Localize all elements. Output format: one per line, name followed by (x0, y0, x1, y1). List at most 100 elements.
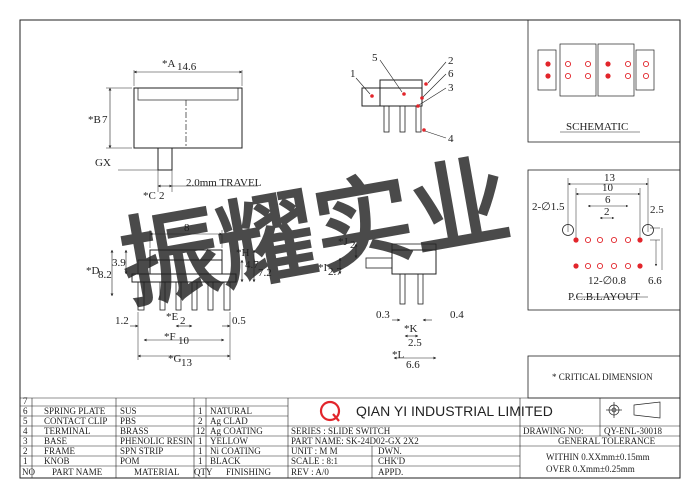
schematic-diagram (537, 43, 655, 133)
svg-text:SPN STRIP: SPN STRIP (120, 446, 163, 456)
svg-text:PHENOLIC RESIN: PHENOLIC RESIN (120, 436, 193, 446)
svg-text:FINISHING: FINISHING (226, 467, 272, 477)
dwn-field: DWN. (378, 446, 402, 456)
dim-c-label: *C (143, 190, 156, 202)
callout-2: 2 (448, 55, 454, 67)
table-header-row: NO PART NAME MATERIAL QTY FINISHING (22, 467, 272, 477)
top-view (106, 70, 258, 192)
svg-text:Ni COATING: Ni COATING (210, 446, 261, 456)
part-name-field: PART NAME: SK-24D02-GX 2X2 (291, 436, 419, 446)
drawing-no-value: QY-ENL-30018 (604, 426, 662, 436)
svg-text:SPRING PLATE: SPRING PLATE (44, 406, 106, 416)
unit-field: UNIT : M M (291, 446, 338, 456)
drawing-no-label: DRAWING NO: (523, 426, 584, 436)
title-block (319, 400, 341, 422)
svg-text:7: 7 (23, 396, 28, 406)
dim-0-3: 0.3 (376, 309, 390, 321)
dim-0-5: 0.5 (232, 315, 246, 327)
callout-5: 5 (372, 52, 378, 64)
pcb-layout-box (527, 169, 681, 311)
table-row: 5 CONTACT CLIP PBS 2 Ag CLAD (23, 416, 248, 426)
dim-b-label: *B (88, 114, 101, 126)
dim-h-label: *H (236, 247, 250, 259)
svg-text:1: 1 (198, 436, 203, 446)
svg-text:NATURAL: NATURAL (210, 406, 252, 416)
svg-text:Ag COATING: Ag COATING (210, 426, 263, 436)
bom-table: 7 6 SPRING PLATE SUS 1 NATURAL 5 CONTACT… (22, 396, 272, 477)
svg-text:1: 1 (198, 406, 203, 416)
svg-text:SUS: SUS (120, 406, 137, 416)
svg-text:KNOB: KNOB (44, 456, 70, 466)
pcb-dim-6: 6 (605, 194, 611, 206)
travel-note: 2.0mm TRAVEL (186, 177, 262, 189)
dim-h-value: 4.7 (245, 259, 259, 271)
callout-1: 1 (350, 68, 356, 80)
svg-text:12: 12 (196, 426, 205, 436)
watermark: 振耀实业 (112, 143, 518, 323)
dim-8: 8 (184, 222, 190, 234)
pcb-title: P.C.B.LAYOUT (568, 291, 640, 303)
table-row: 2 FRAME SPN STRIP 1 Ni COATING (23, 446, 261, 456)
dim-f-value: 10 (178, 335, 190, 347)
svg-text:BLACK: BLACK (210, 456, 241, 466)
dim-d-value: 8.2 (98, 269, 112, 281)
dim-i-label: *I (318, 262, 328, 274)
pcb-hole-small: 12-∅0.8 (588, 275, 626, 287)
table-row: 1 KNOB POM 1 BLACK (23, 456, 241, 466)
svg-text:POM: POM (120, 456, 140, 466)
projection-symbol-icon (606, 401, 661, 419)
dim-3-9: 3.9 (112, 257, 126, 269)
table-row: 3 BASE PHENOLIC RESIN 1 YELLOW (23, 436, 248, 446)
callout-6: 6 (448, 68, 454, 80)
dim-l-label: *L (392, 349, 405, 361)
chkd-field: CHK'D (378, 456, 406, 466)
dim-a-label: *A (162, 58, 176, 70)
pcb-layout-diagram (562, 178, 663, 298)
svg-text:5: 5 (23, 416, 28, 426)
bom-table-lines (20, 397, 680, 478)
schematic-title: SCHEMATIC (566, 121, 628, 133)
dim-j-value: 2 (350, 239, 356, 251)
svg-text:1: 1 (198, 456, 203, 466)
company-logo-icon (319, 400, 341, 422)
svg-text:YELLOW: YELLOW (210, 436, 248, 446)
front-view (110, 230, 256, 360)
pcb-dim-6-6: 6.6 (648, 275, 662, 287)
rev-field: REV : A/0 (291, 467, 329, 477)
table-row: 6 SPRING PLATE SUS 1 NATURAL (23, 406, 252, 416)
svg-text:MATERIAL: MATERIAL (134, 467, 180, 477)
pcb-dim-2: 2 (604, 206, 610, 218)
svg-text:TERMINAL: TERMINAL (44, 426, 91, 436)
svg-text:1: 1 (198, 446, 203, 456)
side-view-bottom (338, 243, 437, 360)
svg-text:3: 3 (23, 436, 28, 446)
svg-text:QTY: QTY (194, 467, 213, 477)
pcb-dim-2-5: 2.5 (650, 204, 664, 216)
critical-dimension-note: * CRITICAL DIMENSION (552, 372, 653, 382)
dim-e-value: 2 (180, 315, 186, 327)
table-row: 4 TERMINAL BRASS 12 Ag COATING (23, 426, 263, 436)
scale-field: SCALE : 8:1 (291, 456, 338, 466)
svg-text:4: 4 (23, 426, 28, 436)
series-field: SERIES : SLIDE SWITCH (291, 426, 391, 436)
pcb-dim-10: 10 (602, 182, 614, 194)
svg-text:2: 2 (23, 446, 28, 456)
dim-0-4: 0.4 (450, 309, 464, 321)
svg-text:2: 2 (198, 416, 203, 426)
callout-4: 4 (448, 133, 454, 145)
dim-g-label: *G (168, 353, 182, 365)
dim-gx-label: GX (95, 157, 111, 169)
general-tolerance-title: GENERAL TOLERANCE (558, 436, 656, 446)
dim-l-value: 6.6 (406, 359, 420, 371)
svg-text:Ag CLAD: Ag CLAD (210, 416, 248, 426)
svg-text:CONTACT CLIP: CONTACT CLIP (44, 416, 107, 426)
dim-c-value: 2 (159, 190, 165, 202)
dim-b-value: 7 (102, 114, 108, 126)
tolerance-within: WITHIN 0.XXmm±0.15mm (546, 452, 650, 462)
svg-text:1: 1 (23, 456, 28, 466)
side-view-top (355, 59, 447, 139)
company-name: QIAN YI INDUSTRIAL LIMITED (356, 403, 553, 419)
dim-j-label: *J (338, 236, 349, 248)
